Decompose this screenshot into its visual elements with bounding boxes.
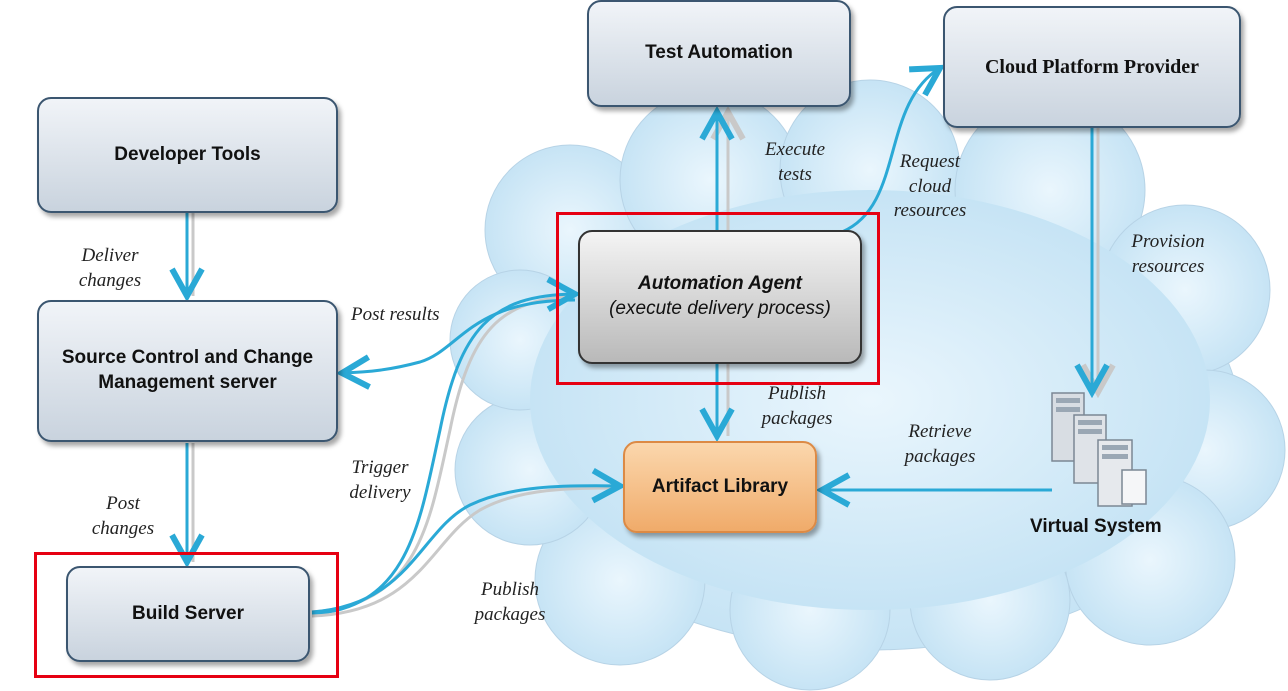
arrow-post-results bbox=[342, 298, 576, 373]
build-server-label: Build Server bbox=[132, 602, 244, 624]
artifact-library-label: Artifact Library bbox=[651, 475, 789, 497]
source-control-label: Source Control and Change Management ser… bbox=[61, 347, 314, 393]
developer-tools-node: Developer Tools bbox=[37, 97, 338, 213]
automation-agent-title: Automation Agent bbox=[638, 273, 802, 295]
highlight-build-server bbox=[34, 552, 339, 678]
arrow-publish-build-shadow bbox=[311, 486, 621, 618]
automation-agent-node: Automation Agent (execute delivery proce… bbox=[578, 230, 862, 364]
arrow-request-cloud bbox=[841, 68, 940, 234]
automation-agent-subtitle: (execute delivery process) bbox=[609, 298, 831, 319]
artifact-library-node: Artifact Library bbox=[623, 441, 817, 533]
highlight-automation-agent bbox=[556, 212, 880, 385]
cloud-provider-node: Cloud Platform Provider bbox=[943, 6, 1241, 128]
virtual-system-label: Virtual System bbox=[1030, 516, 1162, 537]
server-rack-icon bbox=[1051, 392, 1147, 507]
label-deliver-changes: Deliver changes bbox=[78, 245, 142, 291]
label-publish-packages-build: Publish packages bbox=[474, 579, 546, 625]
label-execute-tests: Execute tests bbox=[764, 139, 826, 185]
test-automation-node: Test Automation bbox=[587, 0, 851, 107]
label-post-changes: Post changes bbox=[91, 493, 155, 539]
build-server-node: Build Server bbox=[66, 566, 310, 662]
label-retrieve-packages: Retrieve packages bbox=[904, 421, 976, 467]
developer-tools-label: Developer Tools bbox=[114, 143, 261, 165]
test-automation-label: Test Automation bbox=[645, 42, 793, 64]
label-request-cloud-resources: Request cloud resources bbox=[893, 151, 967, 222]
arrow-trigger-delivery bbox=[311, 294, 575, 616]
source-control-node: Source Control and Change Management ser… bbox=[37, 300, 338, 442]
label-publish-packages-agent: Publish packages bbox=[761, 383, 833, 429]
label-provision-resources: Provision resources bbox=[1131, 231, 1205, 277]
arrow-publish-build bbox=[311, 486, 620, 614]
label-post-results: Post results bbox=[351, 304, 440, 325]
label-trigger-delivery: Trigger delivery bbox=[349, 457, 411, 503]
cloud-provider-label: Cloud Platform Provider bbox=[984, 56, 1200, 78]
